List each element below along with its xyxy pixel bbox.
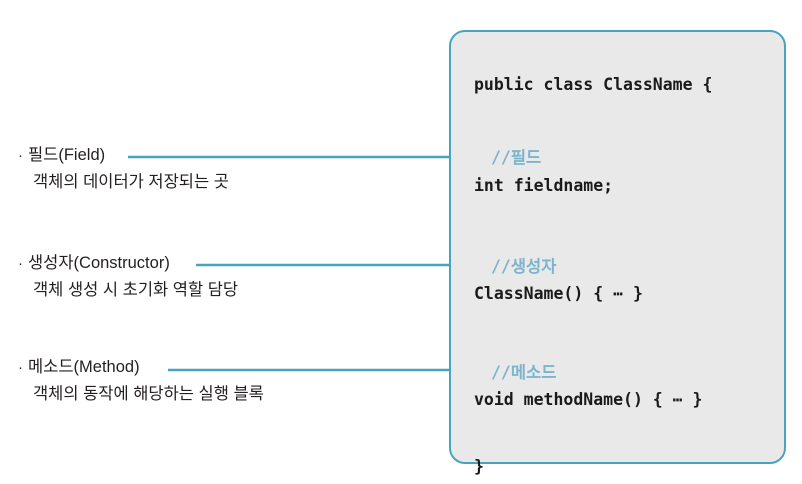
concept-method-title: 메소드(Method) xyxy=(28,358,140,376)
concept-method-title-row: · 메소드(Method) xyxy=(18,356,438,379)
code-method-statement: void methodName() { ⋯ } xyxy=(474,390,703,409)
concept-constructor-description: 객체 생성 시 초기화 역할 담당 xyxy=(33,281,239,299)
concept-field-title-row: · 필드(Field) xyxy=(18,144,438,167)
concept-field-description: 객체의 데이터가 저장되는 곳 xyxy=(33,173,229,191)
code-constructor-statement: ClassName() { ⋯ } xyxy=(474,284,643,303)
concept-constructor: · 생성자(Constructor) 객체 생성 시 초기화 역할 담당 xyxy=(18,252,438,301)
bullet-icon: · xyxy=(18,147,23,164)
concept-field-title: 필드(Field) xyxy=(28,146,106,164)
code-panel: public class ClassName { //필드 int fieldn… xyxy=(449,30,786,476)
code-field-statement: int fieldname; xyxy=(474,176,614,195)
code-class-declaration: public class ClassName { xyxy=(474,75,713,94)
concept-field: · 필드(Field) 객체의 데이터가 저장되는 곳 xyxy=(18,144,438,193)
code-closing-brace: } xyxy=(474,457,484,476)
concept-method: · 메소드(Method) 객체의 동작에 해당하는 실행 블록 xyxy=(18,356,438,405)
concept-constructor-title-row: · 생성자(Constructor) xyxy=(18,252,438,275)
concept-method-description: 객체의 동작에 해당하는 실행 블록 xyxy=(33,385,264,403)
bullet-icon: · xyxy=(18,359,23,376)
code-field-comment: //필드 xyxy=(491,148,542,167)
code-method-comment: //메소드 xyxy=(491,363,557,382)
code-constructor-comment: //생성자 xyxy=(491,257,557,276)
concept-constructor-title: 생성자(Constructor) xyxy=(28,254,170,272)
bullet-icon: · xyxy=(18,255,23,272)
